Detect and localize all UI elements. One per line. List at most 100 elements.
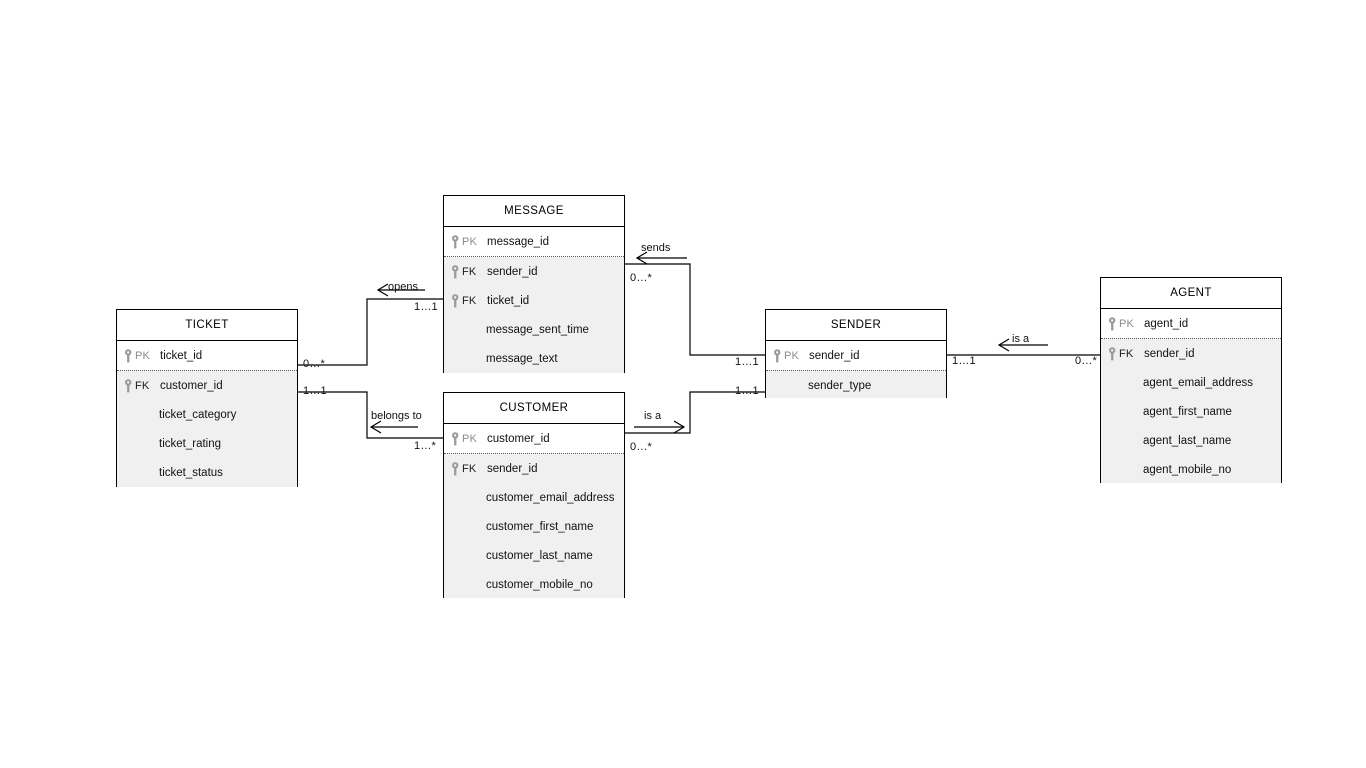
attribute-row[interactable]: message_text: [444, 344, 624, 373]
attribute-row[interactable]: customer_mobile_no: [444, 570, 624, 599]
entity-title-customer: CUSTOMER: [444, 393, 624, 424]
entity-title-sender: SENDER: [766, 310, 946, 341]
relationship-arrow-head-opens: [376, 283, 389, 297]
key-icon: [451, 234, 458, 248]
relationship-label-opens: opens: [388, 281, 418, 293]
entity-attributes-section-sender: sender_type: [766, 371, 946, 398]
relationship-label-is-a-agent: is a: [1012, 333, 1030, 345]
attribute-name: ticket_id: [160, 349, 203, 362]
key-icon: [1106, 316, 1118, 331]
entity-attributes-section-ticket: FK customer_id ticket_category ticket_ratin…: [117, 371, 297, 487]
relationship-label-sends: sends: [641, 242, 671, 254]
attribute-name: message_id: [487, 235, 550, 248]
cardinality-is-a-agent-target: 0…*: [1075, 355, 1097, 367]
cardinality-is-a-agent-source: 1…1: [952, 355, 976, 367]
attribute-row[interactable]: ticket_status: [117, 458, 297, 487]
attribute-row[interactable]: message_sent_time: [444, 315, 624, 344]
attribute-row[interactable]: customer_first_name: [444, 512, 624, 541]
key-icon: [451, 431, 458, 445]
key-tag-pk: PK: [1119, 317, 1135, 330]
key-icon: [449, 234, 461, 249]
key-icon: [1108, 316, 1115, 330]
attribute-row[interactable]: customer_email_address: [444, 483, 624, 512]
attribute-row[interactable]: agent_last_name: [1101, 426, 1281, 455]
attribute-name: customer_first_name: [486, 520, 594, 533]
cardinality-is-a-customer-target: 1…1: [735, 385, 759, 397]
relationship-arrow-head-is-a-customer: [673, 420, 686, 434]
key-icon: [124, 348, 131, 362]
relationship-label-belongs-to: belongs to: [371, 410, 422, 422]
relationship-arrow-head-is-a-agent: [997, 338, 1010, 352]
key-tag-fk: FK: [462, 265, 477, 278]
attribute-name: sender_type: [808, 379, 872, 392]
attribute-name: customer_id: [487, 432, 550, 445]
attribute-row[interactable]: PK sender_id: [766, 341, 946, 370]
attribute-name: sender_id: [487, 265, 538, 278]
attribute-row[interactable]: sender_type: [766, 371, 946, 400]
key-icon: [124, 378, 131, 392]
attribute-row[interactable]: agent_first_name: [1101, 397, 1281, 426]
entity-pk-section-message: PK message_id: [444, 227, 624, 257]
entity-sender[interactable]: SENDER PK sender_id sender_type: [765, 309, 947, 398]
attribute-name: customer_mobile_no: [486, 578, 593, 591]
relationship-label-is-a-customer: is a: [644, 410, 662, 422]
attribute-name: customer_id: [160, 379, 223, 392]
attribute-name: agent_id: [1144, 317, 1189, 330]
entity-pk-section-agent: PK agent_id: [1101, 309, 1281, 339]
key-icon: [449, 264, 461, 279]
attribute-name: customer_email_address: [486, 491, 615, 504]
cardinality-is-a-customer-source: 0…*: [630, 441, 652, 453]
attribute-name: agent_first_name: [1143, 405, 1232, 418]
attribute-row[interactable]: PK message_id: [444, 227, 624, 256]
attribute-row[interactable]: ticket_category: [117, 400, 297, 429]
key-icon: [122, 378, 134, 393]
attribute-name: agent_last_name: [1143, 434, 1232, 447]
attribute-name: ticket_category: [159, 408, 237, 421]
attribute-row[interactable]: customer_last_name: [444, 541, 624, 570]
entity-title-ticket: TICKET: [117, 310, 297, 341]
attribute-row[interactable]: agent_email_address: [1101, 368, 1281, 397]
cardinality-opens-source: 0…*: [303, 358, 325, 370]
attribute-name: message_text: [486, 352, 558, 365]
attribute-name: message_sent_time: [486, 323, 589, 336]
key-tag-fk: FK: [462, 294, 477, 307]
cardinality-sends-source: 0…*: [630, 272, 652, 284]
entity-pk-section-sender: PK sender_id: [766, 341, 946, 371]
relationship-arrow-head-belongs-to: [369, 420, 382, 434]
key-tag-fk: FK: [135, 379, 150, 392]
key-tag-pk: PK: [784, 349, 800, 362]
attribute-row[interactable]: FK customer_id: [117, 371, 297, 400]
attribute-row[interactable]: FK sender_id: [444, 257, 624, 286]
attribute-name: ticket_rating: [159, 437, 222, 450]
attribute-name: sender_id: [1144, 347, 1195, 360]
key-icon: [1108, 346, 1115, 360]
attribute-name: sender_id: [809, 349, 860, 362]
key-icon: [451, 264, 458, 278]
attribute-name: customer_last_name: [486, 549, 593, 562]
attribute-name: sender_id: [487, 462, 538, 475]
attribute-row[interactable]: PK agent_id: [1101, 309, 1281, 338]
attribute-name: ticket_id: [487, 294, 530, 307]
attribute-row[interactable]: ticket_rating: [117, 429, 297, 458]
attribute-row[interactable]: FK ticket_id: [444, 286, 624, 315]
attribute-name: agent_mobile_no: [1143, 463, 1232, 476]
cardinality-belongs-to-source: 1…1: [303, 385, 327, 397]
key-tag-pk: PK: [462, 235, 478, 248]
cardinality-opens-target: 1…1: [414, 301, 438, 313]
key-icon: [1106, 346, 1118, 361]
attribute-row[interactable]: agent_mobile_no: [1101, 455, 1281, 484]
key-icon: [773, 348, 780, 362]
